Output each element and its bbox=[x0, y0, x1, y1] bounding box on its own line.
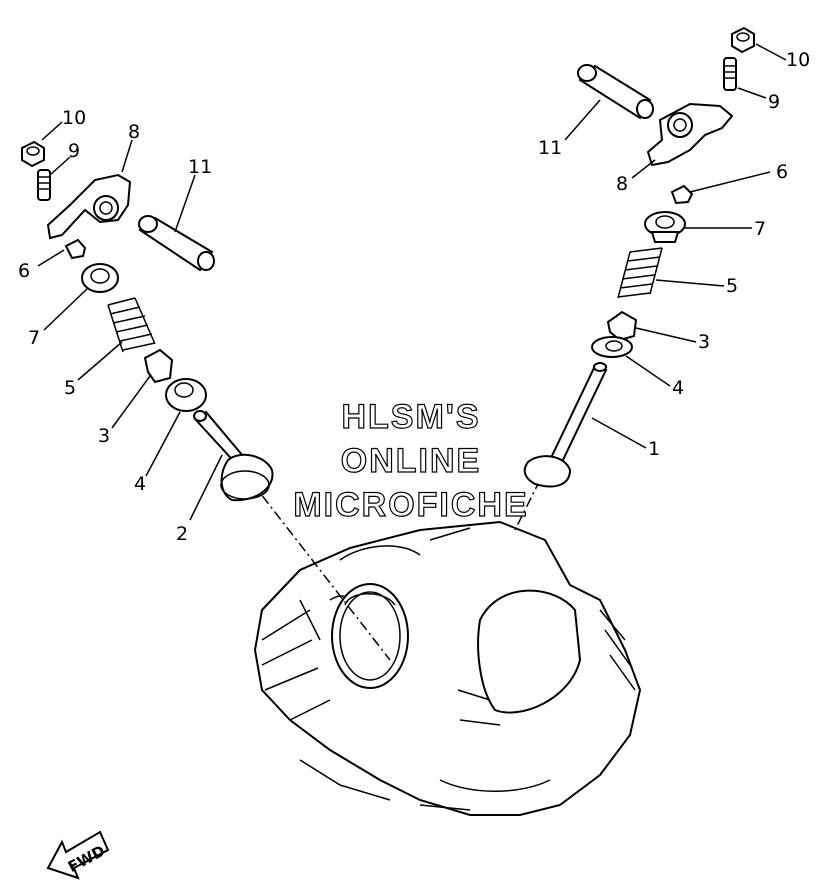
callout-left-8: 8 bbox=[128, 121, 140, 143]
left-valve-stem-seal bbox=[143, 348, 174, 384]
left-rocker-arm bbox=[46, 173, 132, 240]
watermark: HLSM'S ONLINE MICROFICHE bbox=[293, 397, 528, 524]
left-valve-centerline bbox=[249, 479, 391, 661]
callout-left-4: 4 bbox=[134, 473, 146, 495]
watermark-line-3: MICROFICHE bbox=[293, 486, 528, 524]
callout-right-3: 3 bbox=[698, 331, 710, 353]
right-valve-cotter bbox=[670, 184, 694, 205]
callout-right-7: 7 bbox=[754, 218, 766, 240]
watermark-line-2: ONLINE bbox=[341, 442, 481, 480]
left-valve-cotter bbox=[64, 238, 87, 260]
callout-right-8: 8 bbox=[616, 173, 628, 195]
callout-right-5: 5 bbox=[726, 275, 738, 297]
callout-left-10: 10 bbox=[62, 107, 86, 129]
right-valve-spring-retainer bbox=[644, 211, 686, 243]
callout-left-9: 9 bbox=[68, 140, 80, 162]
right-rocker-arm bbox=[646, 102, 734, 167]
left-intake-valve bbox=[193, 410, 274, 502]
callout-left-11: 11 bbox=[188, 156, 212, 178]
left-leader-lines bbox=[37, 121, 223, 521]
callout-left-6: 6 bbox=[18, 260, 30, 282]
left-locknut bbox=[21, 140, 45, 168]
right-valve-stem-seal bbox=[606, 310, 638, 342]
right-rocker-shaft bbox=[577, 64, 654, 120]
left-rocker-shaft bbox=[138, 215, 215, 272]
left-spring-seat bbox=[165, 378, 207, 412]
callout-right-9: 9 bbox=[768, 91, 780, 113]
callout-left-5: 5 bbox=[64, 377, 76, 399]
callout-right-10: 10 bbox=[786, 49, 810, 71]
right-adjusting-screw bbox=[723, 57, 737, 91]
callout-right-6: 6 bbox=[776, 161, 788, 183]
callout-left-7: 7 bbox=[28, 327, 40, 349]
left-valve-spring bbox=[107, 297, 156, 353]
right-leader-lines bbox=[564, 43, 787, 449]
right-spring-seat bbox=[591, 336, 633, 358]
right-locknut bbox=[731, 26, 755, 54]
callout-left-2: 2 bbox=[176, 523, 188, 545]
left-adjusting-screw bbox=[37, 169, 51, 201]
watermark-line-1: HLSM'S bbox=[341, 398, 480, 436]
left-valve-spring-retainer bbox=[81, 263, 119, 293]
right-valve-spring bbox=[617, 247, 663, 299]
callout-left-3: 3 bbox=[98, 425, 110, 447]
right-valve-centerline bbox=[514, 479, 541, 531]
right-exhaust-valve bbox=[523, 362, 608, 488]
callout-right-11: 11 bbox=[538, 137, 562, 159]
callout-right-4: 4 bbox=[672, 377, 684, 399]
fwd-arrow-icon: FWD bbox=[46, 830, 110, 880]
callout-right-1: 1 bbox=[648, 438, 660, 460]
cylinder-head bbox=[253, 520, 642, 816]
